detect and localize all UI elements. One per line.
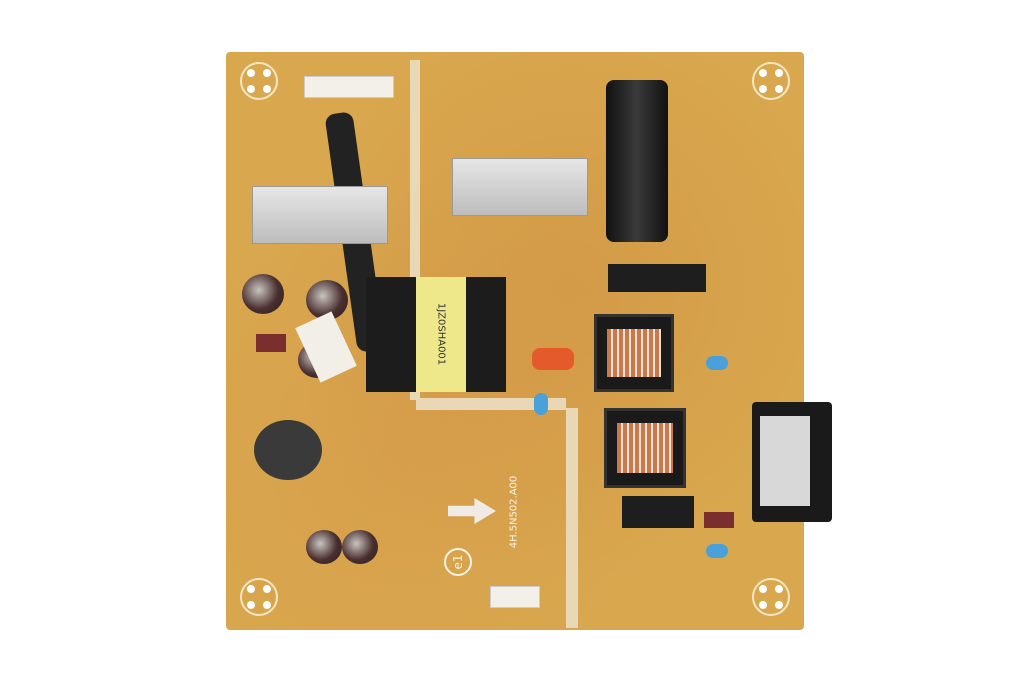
ac-inlet-connector xyxy=(752,402,832,522)
x-capacitor xyxy=(532,348,574,370)
arrow-marking xyxy=(448,498,496,524)
isolation-line xyxy=(566,408,578,628)
connector xyxy=(304,76,394,98)
electrolytic-capacitor xyxy=(606,80,668,242)
transformer-label-sticker: 1JZ0SHA001 xyxy=(416,277,466,392)
mount-hole xyxy=(752,62,790,100)
pcb-board: 1JZ0SHA001 e1 4H.5N502.A00 xyxy=(226,52,804,630)
common-mode-choke xyxy=(604,408,686,488)
mount-hole xyxy=(752,578,790,616)
y-capacitor xyxy=(534,393,548,415)
heatsink xyxy=(252,186,388,244)
component xyxy=(622,496,694,528)
bridge-rectifier xyxy=(608,264,706,292)
capacitor xyxy=(342,530,378,564)
transformer-label: 1JZ0SHA001 xyxy=(435,302,447,366)
mount-hole xyxy=(240,62,278,100)
y-capacitor xyxy=(706,544,728,558)
heatsink xyxy=(452,158,588,216)
component xyxy=(704,512,734,528)
thermistor xyxy=(254,420,322,480)
isolation-line xyxy=(416,398,566,410)
common-mode-choke xyxy=(594,314,674,392)
isolation-line xyxy=(410,60,420,400)
e1-logo: e1 xyxy=(444,548,472,576)
capacitor xyxy=(306,530,342,564)
capacitor xyxy=(242,274,284,314)
part-code: 4H.5N502.A00 xyxy=(508,475,520,549)
y-capacitor xyxy=(706,356,728,370)
transformer: 1JZ0SHA001 xyxy=(366,277,506,392)
component xyxy=(256,334,286,352)
connector xyxy=(490,586,540,608)
mount-hole xyxy=(240,578,278,616)
